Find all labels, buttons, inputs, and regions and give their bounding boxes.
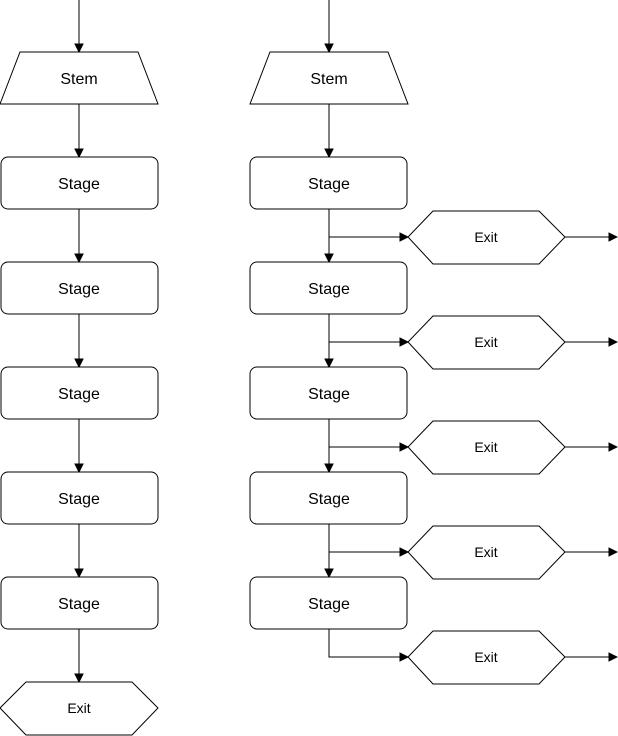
edge-left-stage2-stage3 [74,314,84,369]
right-exit-4-label: Exit [474,544,497,560]
left-stage-1-label: Stage [58,176,100,193]
edge-right-stage3-stage4 [324,419,334,474]
left-column: Stem Stage Stage Stage [0,0,159,736]
left-stage-4-label: Stage [58,491,100,508]
edge-right-stage4-exit4 [329,547,410,557]
edge-right-exit5-out [565,652,618,662]
edge-left-stage3-stage4 [74,419,84,474]
right-exit-5: Exit [407,630,566,685]
right-exit-1: Exit [407,210,566,265]
right-exit-2-label: Exit [474,334,497,350]
edge-right-stage5-exit5 [328,629,410,662]
edge-right-stage3-exit3 [329,442,410,452]
right-stage-1: Stage [249,156,408,210]
edge-right-exit1-out [565,232,618,242]
right-stage-2: Stage [249,261,408,315]
edge-left-stage4-stage5 [74,524,84,579]
right-stage-4-label: Stage [308,491,350,508]
right-stage-4: Stage [249,471,408,525]
left-exit: Exit [0,681,159,736]
right-stage-2-label: Stage [308,281,350,298]
right-stage-1-label: Stage [308,176,350,193]
left-stage-5-label: Stage [58,596,100,613]
left-exit-label: Exit [67,700,90,716]
edge-right-exit3-out [565,442,618,452]
right-exit-4: Exit [407,525,566,580]
right-exit-5-label: Exit [474,649,497,665]
edge-left-stem-stage1 [74,104,84,159]
edge-left-entry [74,0,84,54]
edge-right-exit2-out [565,337,618,347]
left-stage-2-label: Stage [58,281,100,298]
edge-right-entry [324,0,334,54]
left-stage-4: Stage [0,471,159,525]
right-stage-3: Stage [249,366,408,420]
left-stage-2: Stage [0,261,159,315]
edge-right-stage4-stage5 [324,524,334,579]
edge-left-stage1-stage2 [74,209,84,264]
left-stage-1: Stage [0,156,159,210]
edge-right-stage1-stage2 [324,209,334,264]
left-stage-5: Stage [0,576,159,630]
edge-right-stem-stage1 [324,104,334,159]
right-exit-3-label: Exit [474,439,497,455]
right-exit-3: Exit [407,420,566,475]
edge-right-stage1-exit1 [329,232,410,242]
left-stage-3: Stage [0,366,159,420]
edge-right-stage2-stage3 [324,314,334,369]
left-stem: Stem [0,51,159,105]
right-exit-1-label: Exit [474,229,497,245]
right-exit-2: Exit [407,315,566,370]
edge-right-stage2-exit2 [329,337,410,347]
right-stem-label: Stem [310,71,347,88]
left-stem-label: Stem [60,71,97,88]
right-stage-3-label: Stage [308,386,350,403]
right-column: Stem Stage Exit [249,0,618,685]
right-stage-5: Stage [249,576,408,630]
edge-left-stage5-exit [74,629,84,684]
right-stage-5-label: Stage [308,596,350,613]
edge-right-exit4-out [565,547,618,557]
right-stem: Stem [249,51,409,105]
left-stage-3-label: Stage [58,386,100,403]
